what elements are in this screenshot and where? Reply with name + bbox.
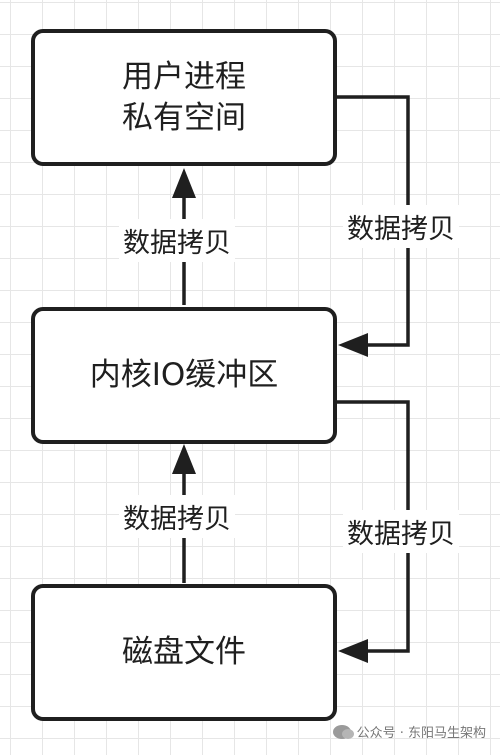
edge-label-kernel-to-user: 数据拷贝 (119, 219, 235, 262)
watermark: 公众号 · 东阳马生架构 (332, 722, 486, 741)
watermark-text: 公众号 · 东阳马生架构 (356, 726, 486, 741)
edge-label-kernel-to-disk: 数据拷贝 (343, 510, 459, 553)
node-user-space-line2: 私有空间 (122, 99, 246, 136)
edge-label-disk-to-kernel: 数据拷贝 (119, 495, 235, 538)
node-kernel-buffer-label: 内核IO缓冲区 (89, 357, 279, 394)
node-disk-file-label: 磁盘文件 (122, 634, 246, 671)
edge-label-user-to-kernel: 数据拷贝 (343, 205, 459, 248)
node-user-space: 用户进程 私有空间 (31, 29, 337, 166)
node-kernel-buffer: 内核IO缓冲区 (31, 307, 337, 444)
wechat-icon (332, 724, 354, 739)
node-user-space-line1: 用户进程 (122, 59, 246, 96)
node-disk-file: 磁盘文件 (31, 584, 337, 721)
